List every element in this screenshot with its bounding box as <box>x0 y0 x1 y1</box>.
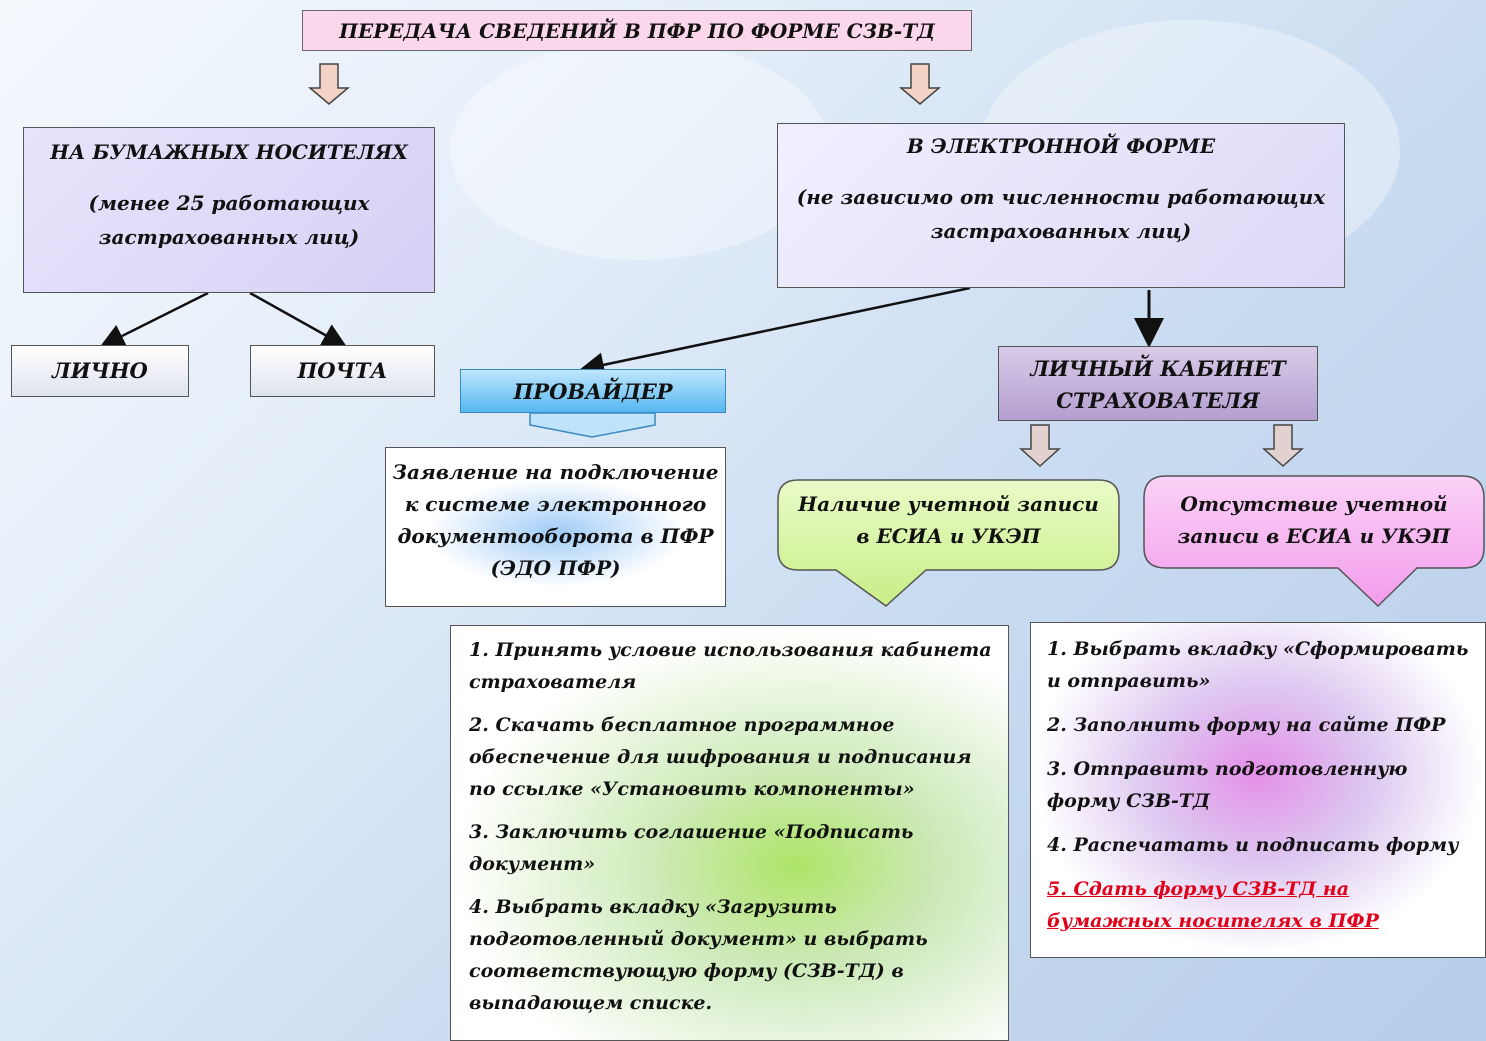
no-account-line: записи в ЕСИА и УКЭП <box>1177 524 1451 548</box>
application-glow <box>426 478 686 588</box>
background-decoration <box>450 40 830 260</box>
personal-delivery-box: ЛИЧНО <box>11 345 189 397</box>
step-item: 2. Скачать бесплатное программное обеспе… <box>469 709 994 805</box>
step-item: 4. Выбрать вкладку «Загрузить подготовле… <box>469 891 994 1019</box>
step-line: 2. Скачать бесплатное программное <box>469 714 895 736</box>
step-item: 1. Выбрать вкладку «Сформировать и отпра… <box>1047 633 1473 697</box>
insurer-cabinet-box: ЛИЧНЫЙ КАБИНЕТ СТРАХОВАТЕЛЯ <box>998 346 1318 421</box>
electronic-form-subtitle: (не зависимо от численности работающих з… <box>778 180 1344 248</box>
provider-box: ПРОВАЙДЕР <box>460 369 726 413</box>
electronic-form-box: В ЭЛЕКТРОННОЙ ФОРМЕ (не зависимо от числ… <box>777 123 1345 288</box>
diagram-title-text: ПЕРЕДАЧА СВЕДЕНИЙ В ПФР ПО ФОРМЕ СЗВ-ТД <box>339 19 935 43</box>
hollow-arrow-down-no-account <box>1262 424 1304 468</box>
has-account-callout: Наличие учетной записи в ЕСИА и УКЭП <box>776 478 1121 608</box>
step-line: документ» <box>469 853 596 875</box>
step-line: страхователя <box>469 671 637 693</box>
electronic-form-subtitle-line: (не зависимо от численности работающих <box>796 185 1326 209</box>
step-item: 3. Отправить подготовленную форму СЗВ-ТД <box>1047 753 1473 817</box>
step-line: соответствующую форму (СЗВ-ТД) в <box>469 960 904 982</box>
paper-media-subtitle: (менее 25 работающих застрахованных лиц) <box>24 186 434 254</box>
paper-media-box: НА БУМАЖНЫХ НОСИТЕЛЯХ (менее 25 работающ… <box>23 127 435 293</box>
insurer-cabinet-line: СТРАХОВАТЕЛЯ <box>1056 388 1260 413</box>
electronic-form-subtitle-line: застрахованных лиц) <box>930 219 1192 243</box>
application-line: (ЭДО ПФР) <box>490 556 621 580</box>
has-account-callout-shape <box>777 479 1120 607</box>
paper-media-subtitle-line: застрахованных лиц) <box>98 225 360 249</box>
mail-delivery-box: ПОЧТА <box>250 345 435 397</box>
has-account-steps: 1. Принять условие использования кабинет… <box>450 625 1009 1041</box>
provider-label: ПРОВАЙДЕР <box>513 379 673 404</box>
step-line: по ссылке «Установить компоненты» <box>469 778 915 800</box>
arrow-paper-to-mail <box>249 291 348 348</box>
step-item: 3. Заключить соглашение «Подписать докум… <box>469 816 994 880</box>
step-line: подготовленный документ» и выбрать <box>469 928 928 950</box>
step-line: 3. Отправить подготовленную <box>1047 758 1408 780</box>
has-account-line: Наличие учетной записи <box>798 492 1099 516</box>
provider-chevron-arrow <box>529 412 656 438</box>
step-item: 1. Принять условие использования кабинет… <box>469 634 994 698</box>
step-line: и отправить» <box>1047 670 1211 692</box>
application-line: к системе электронного <box>404 492 707 516</box>
step-line: форму СЗВ-ТД <box>1047 790 1210 812</box>
paper-media-title: НА БУМАЖНЫХ НОСИТЕЛЯХ <box>50 140 408 164</box>
step-line: обеспечение для шифрования и подписания <box>469 746 972 768</box>
step-item: 2. Заполнить форму на сайте ПФР <box>1047 709 1473 741</box>
step-line: бумажных носителях в ПФР <box>1047 910 1379 932</box>
arrow-paper-to-personal <box>99 291 209 348</box>
personal-delivery-label: ЛИЧНО <box>52 358 148 383</box>
paper-media-subtitle-line: (менее 25 работающих <box>88 191 370 215</box>
step-line: 5. Сдать форму СЗВ-ТД на <box>1047 878 1350 900</box>
step-line: 4. Выбрать вкладку «Загрузить <box>469 896 837 918</box>
step-line: 4. Распечатать и подписать форму <box>1047 834 1459 856</box>
application-line: документооборота в ПФР <box>397 524 714 548</box>
step-line: 1. Принять условие использования кабинет… <box>469 639 992 661</box>
application-line: Заявление на подключение <box>392 460 719 484</box>
electronic-form-title: В ЭЛЕКТРОННОЙ ФОРМЕ <box>906 134 1216 158</box>
arrow-electronic-to-provider <box>579 286 971 378</box>
step-line: выпадающем списке. <box>469 992 713 1014</box>
hollow-arrow-down-has-account <box>1019 424 1061 468</box>
no-account-line: Отсутствие учетной <box>1180 492 1448 516</box>
has-account-line: в ЕСИА и УКЭП <box>856 524 1041 548</box>
no-account-callout: Отсутствие учетной записи в ЕСИА и УКЭП <box>1142 472 1486 608</box>
no-account-callout-shape <box>1143 475 1485 608</box>
no-account-steps: 1. Выбрать вкладку «Сформировать и отпра… <box>1030 622 1486 958</box>
insurer-cabinet-line: ЛИЧНЫЙ КАБИНЕТ <box>1030 356 1286 381</box>
edo-application-box: Заявление на подключение к системе элект… <box>385 447 726 607</box>
diagram-title: ПЕРЕДАЧА СВЕДЕНИЙ В ПФР ПО ФОРМЕ СЗВ-ТД <box>302 10 972 51</box>
step-line: 2. Заполнить форму на сайте ПФР <box>1047 714 1446 736</box>
step-line: 1. Выбрать вкладку «Сформировать <box>1047 638 1469 660</box>
mail-delivery-label: ПОЧТА <box>297 358 388 383</box>
hollow-arrow-down-electronic <box>898 63 942 105</box>
hollow-arrow-down-paper <box>307 63 351 105</box>
step-line: 3. Заключить соглашение «Подписать <box>469 821 914 843</box>
highlighted-step-item: 5. Сдать форму СЗВ-ТД на бумажных носите… <box>1047 873 1473 937</box>
step-item: 4. Распечатать и подписать форму <box>1047 829 1473 861</box>
